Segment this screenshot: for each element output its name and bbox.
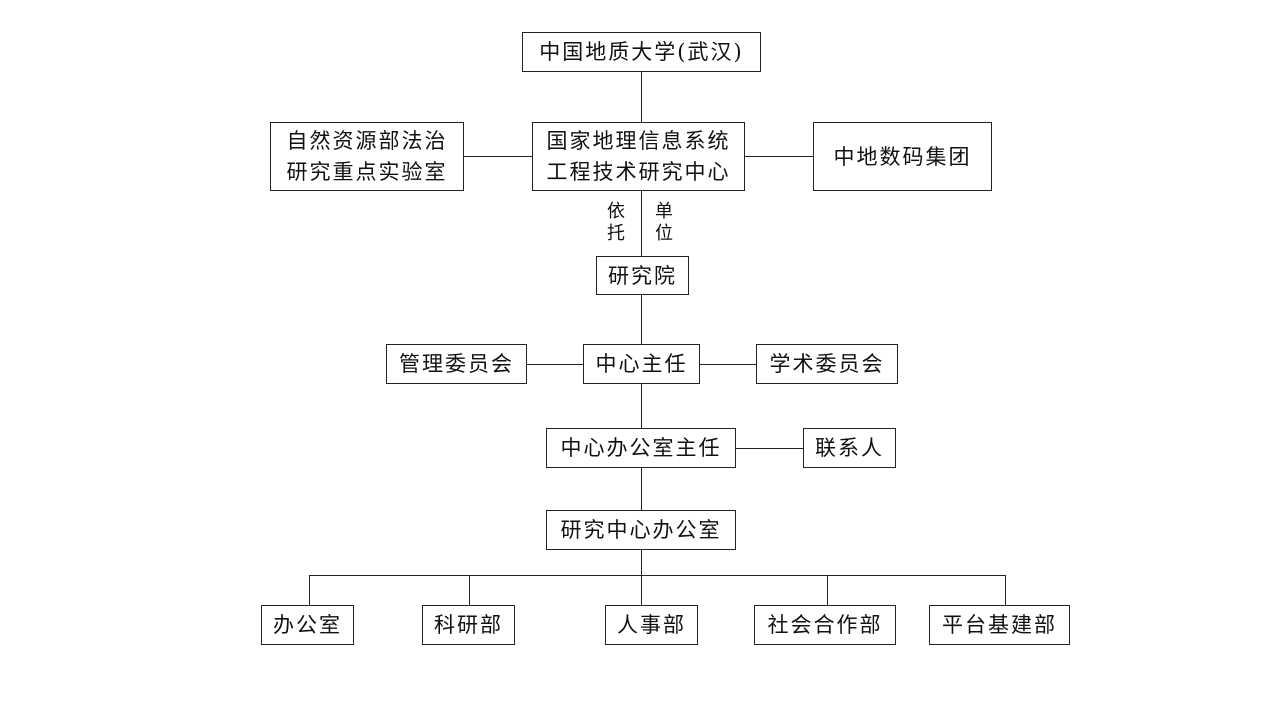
center-director-label: 中心主任 bbox=[595, 352, 688, 376]
contact-person-node: 联系人 bbox=[803, 428, 896, 468]
connector-center-institute bbox=[641, 190, 642, 257]
center-office-director-node: 中心办公室主任 bbox=[546, 428, 736, 468]
platform-construction-department-label: 平台基建部 bbox=[942, 613, 1057, 637]
connector-office-director-center-office bbox=[641, 467, 642, 511]
connector-bus-research-department bbox=[469, 575, 470, 606]
research-department-label: 科研部 bbox=[434, 613, 503, 637]
connector-center-group bbox=[744, 156, 814, 157]
key-laboratory-label-line1: 自然资源部法治 bbox=[286, 128, 448, 153]
academic-committee-label: 学术委员会 bbox=[769, 352, 885, 376]
research-center-office-label: 研究中心办公室 bbox=[560, 518, 722, 542]
group-label: 中地数码集团 bbox=[833, 144, 972, 169]
personnel-department-label: 人事部 bbox=[617, 613, 686, 637]
academic-committee-node: 学术委员会 bbox=[756, 344, 898, 384]
connector-center-office-bus bbox=[641, 549, 642, 576]
connector-bus-social-cooperation-department bbox=[827, 575, 828, 606]
engineering-center-label-line1: 国家地理信息系统 bbox=[546, 128, 731, 153]
platform-construction-department-node: 平台基建部 bbox=[929, 605, 1070, 645]
connector-management-director bbox=[526, 364, 584, 365]
key-laboratory-label-line2: 研究重点实验室 bbox=[286, 159, 448, 184]
office-label: 办公室 bbox=[273, 613, 342, 637]
connector-bus-personnel-department bbox=[641, 575, 642, 606]
research-department-node: 科研部 bbox=[422, 605, 515, 645]
connector-bus-office bbox=[309, 575, 310, 606]
connector-director-office-director bbox=[641, 383, 642, 429]
department-bus-line bbox=[309, 575, 1006, 576]
management-committee-node: 管理委员会 bbox=[386, 344, 527, 384]
connector-university-center bbox=[641, 71, 642, 123]
key-laboratory-node: 自然资源部法治 研究重点实验室 bbox=[270, 122, 464, 191]
social-cooperation-department-node: 社会合作部 bbox=[754, 605, 896, 645]
relation-label-right: 单位 bbox=[655, 201, 673, 244]
relation-label-left: 依托 bbox=[607, 201, 625, 244]
university-node: 中国地质大学(武汉) bbox=[522, 32, 761, 72]
office-node: 办公室 bbox=[261, 605, 354, 645]
center-director-node: 中心主任 bbox=[583, 344, 700, 384]
connector-office-director-contact bbox=[735, 448, 804, 449]
engineering-center-label-line2: 工程技术研究中心 bbox=[546, 159, 731, 184]
university-label: 中国地质大学(武汉) bbox=[539, 40, 744, 64]
personnel-department-node: 人事部 bbox=[605, 605, 698, 645]
management-committee-label: 管理委员会 bbox=[399, 352, 514, 376]
research-center-office-node: 研究中心办公室 bbox=[546, 510, 736, 550]
connector-lab-center bbox=[463, 156, 533, 157]
contact-person-label: 联系人 bbox=[815, 436, 884, 460]
group-node: 中地数码集团 bbox=[813, 122, 992, 191]
social-cooperation-department-label: 社会合作部 bbox=[767, 613, 883, 637]
connector-institute-director bbox=[641, 294, 642, 345]
institute-node: 研究院 bbox=[596, 256, 689, 295]
center-office-director-label: 中心办公室主任 bbox=[560, 436, 722, 460]
institute-label: 研究院 bbox=[608, 263, 677, 288]
connector-director-academic bbox=[699, 364, 757, 365]
engineering-center-node: 国家地理信息系统 工程技术研究中心 bbox=[532, 122, 745, 191]
connector-bus-platform-construction-department bbox=[1005, 575, 1006, 606]
